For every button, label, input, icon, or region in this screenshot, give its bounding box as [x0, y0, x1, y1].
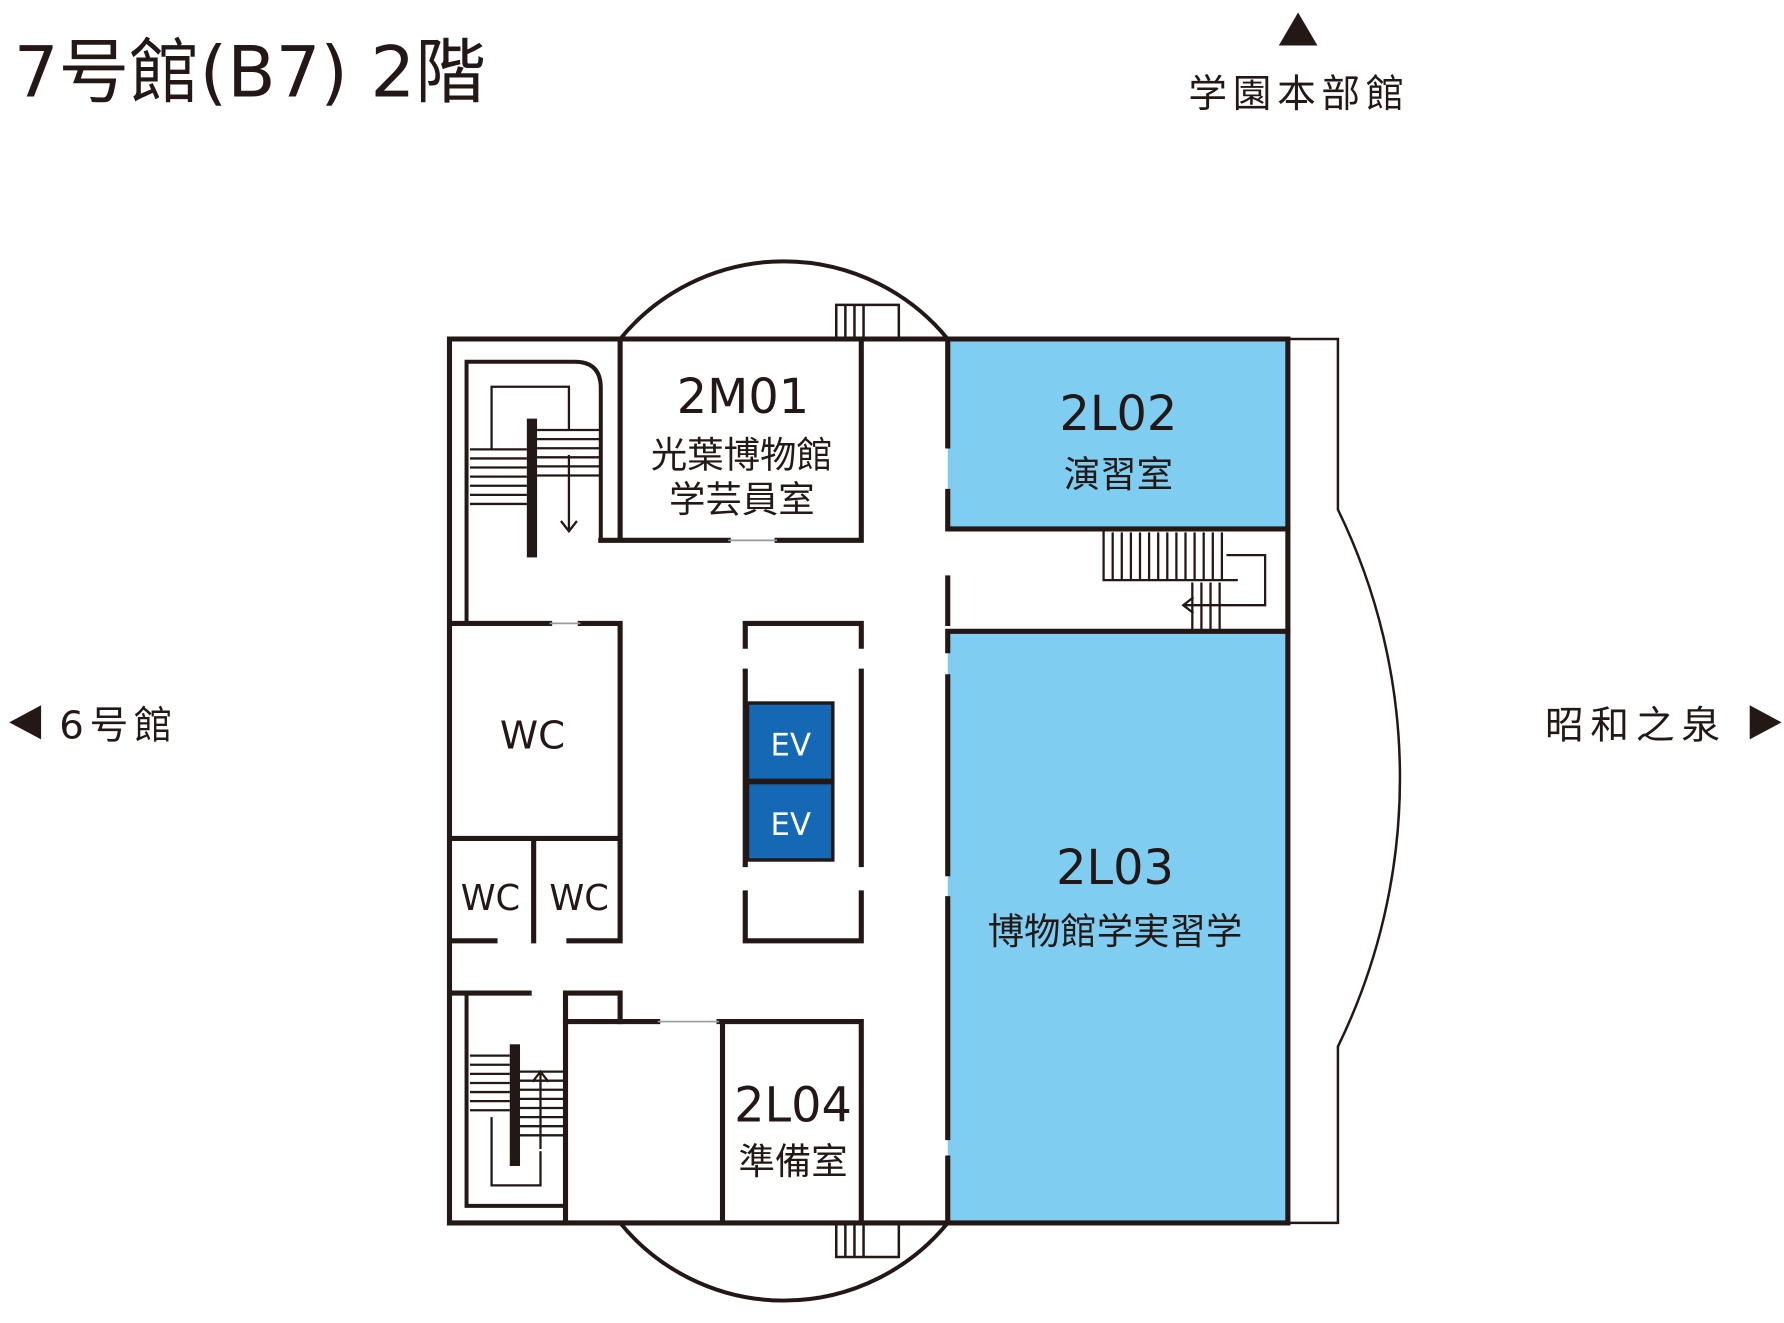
- room-code: 2M01: [677, 370, 809, 425]
- northwest-stair-treads-left: [469, 448, 527, 506]
- southwest-stair-landing: [490, 1117, 542, 1187]
- east-stair-outline: [1102, 528, 1238, 582]
- elevator-label: EV: [771, 727, 811, 763]
- northwest-stair-landing: [490, 385, 571, 450]
- elevator-1: EV: [745, 701, 835, 783]
- direction-west: 6号館: [9, 703, 178, 748]
- floor-plan: WC WC WC EV EV 2M01: [446, 259, 1402, 1303]
- triangle-left-icon: [9, 705, 42, 740]
- room-2l03: 2L03 博物館学実習学: [988, 841, 1243, 953]
- room-2l02: 2L02 演習室: [1059, 387, 1177, 496]
- southwest-stair-treads-left: [469, 1054, 510, 1112]
- room-2l03-fill: [947, 631, 1288, 1223]
- restroom-label-right: WC: [549, 878, 608, 919]
- room-2l02-fill: [947, 338, 1288, 529]
- direction-east: 昭和之泉: [1545, 703, 1782, 748]
- north-direction-label: 学園本部館: [1188, 72, 1410, 117]
- direction-north: 学園本部館: [1188, 12, 1410, 117]
- east-direction-label: 昭和之泉: [1545, 703, 1727, 748]
- elevator-car: [745, 701, 835, 783]
- elevator-label: EV: [771, 807, 811, 843]
- stairs-down-arrow-icon: [560, 455, 578, 534]
- south-room-walls: [562, 1018, 864, 1226]
- stairs-up-arrow-icon: [531, 1069, 550, 1149]
- elevator-core-walls: [742, 620, 864, 944]
- east-terrace-outline: [1287, 337, 1402, 1225]
- northwest-stair-handrail: [526, 418, 538, 558]
- room-code: 2L02: [1059, 387, 1177, 442]
- stairs-left-arrow-icon: [1181, 553, 1267, 615]
- east-block-walls: [945, 336, 1291, 1226]
- northwest-stair-enclosure: [464, 359, 603, 626]
- room-name-line2: 学芸員室: [669, 478, 815, 521]
- east-stair-treads-upper: [1111, 532, 1224, 581]
- room-code: 2L03: [1056, 841, 1174, 896]
- west-direction-label: 6号館: [59, 703, 178, 748]
- southwest-stair-treads-right: [520, 1070, 566, 1137]
- room-name: 博物館学実習学: [988, 910, 1243, 953]
- room-2l04: 2L04 準備室: [734, 1079, 852, 1183]
- triangle-right-icon: [1749, 705, 1782, 740]
- room-2m01: 2M01 光葉博物館 学芸員室: [651, 370, 833, 521]
- north-bay-arc: [618, 259, 950, 341]
- southwest-stair-handrail: [509, 1044, 521, 1167]
- triangle-up-icon: [1278, 12, 1318, 46]
- room-code: 2L04: [734, 1079, 852, 1134]
- room-name: 準備室: [738, 1140, 847, 1183]
- restroom-label-left: WC: [461, 878, 520, 919]
- room-name: 演習室: [1064, 453, 1173, 496]
- south-exit-stairs: [835, 1222, 901, 1259]
- north-exit-stairs: [835, 303, 901, 339]
- page-title: 7号館(B7) 2階: [14, 32, 486, 114]
- south-bay-arc: [618, 1221, 950, 1303]
- restroom-walls: [449, 620, 623, 944]
- restroom-label-large: WC: [500, 714, 565, 759]
- elevator-car: [745, 780, 835, 862]
- southwest-stair-enclosure: [464, 991, 568, 1208]
- room-2m01-walls: [598, 336, 864, 543]
- exterior-wall: [446, 336, 1291, 1226]
- elevator-2: EV: [745, 780, 835, 862]
- room-name-line1: 光葉博物館: [651, 434, 833, 477]
